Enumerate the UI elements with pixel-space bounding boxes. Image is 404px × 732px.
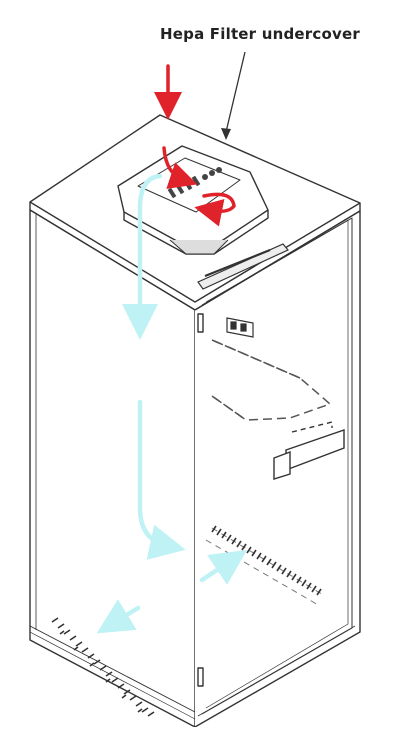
airflow-arrow-front (199, 550, 247, 585)
top-edge-grill (197, 243, 289, 290)
airflow-arrow-exhaust (96, 599, 141, 634)
callout-label: Hepa Filter undercover (160, 25, 360, 43)
door-hinge-bottom (197, 667, 204, 687)
hepa-filter-undercover (117, 145, 269, 255)
inflow-arrow-curve (162, 146, 198, 189)
airflow-arrow-main (137, 399, 186, 560)
vent-slots-right (211, 525, 322, 596)
door-handle (273, 421, 345, 480)
door-hinge-top (197, 313, 204, 333)
inflow-arrow-outlet (194, 192, 236, 227)
callout-leader (221, 51, 246, 140)
airflow-arrow-top (122, 173, 163, 340)
vent-slots-left (51, 617, 155, 717)
internal-shelf (211, 339, 332, 421)
door-lock-badge (226, 317, 254, 338)
airflow-arrows (96, 173, 247, 634)
inflow-arrows (154, 64, 236, 227)
